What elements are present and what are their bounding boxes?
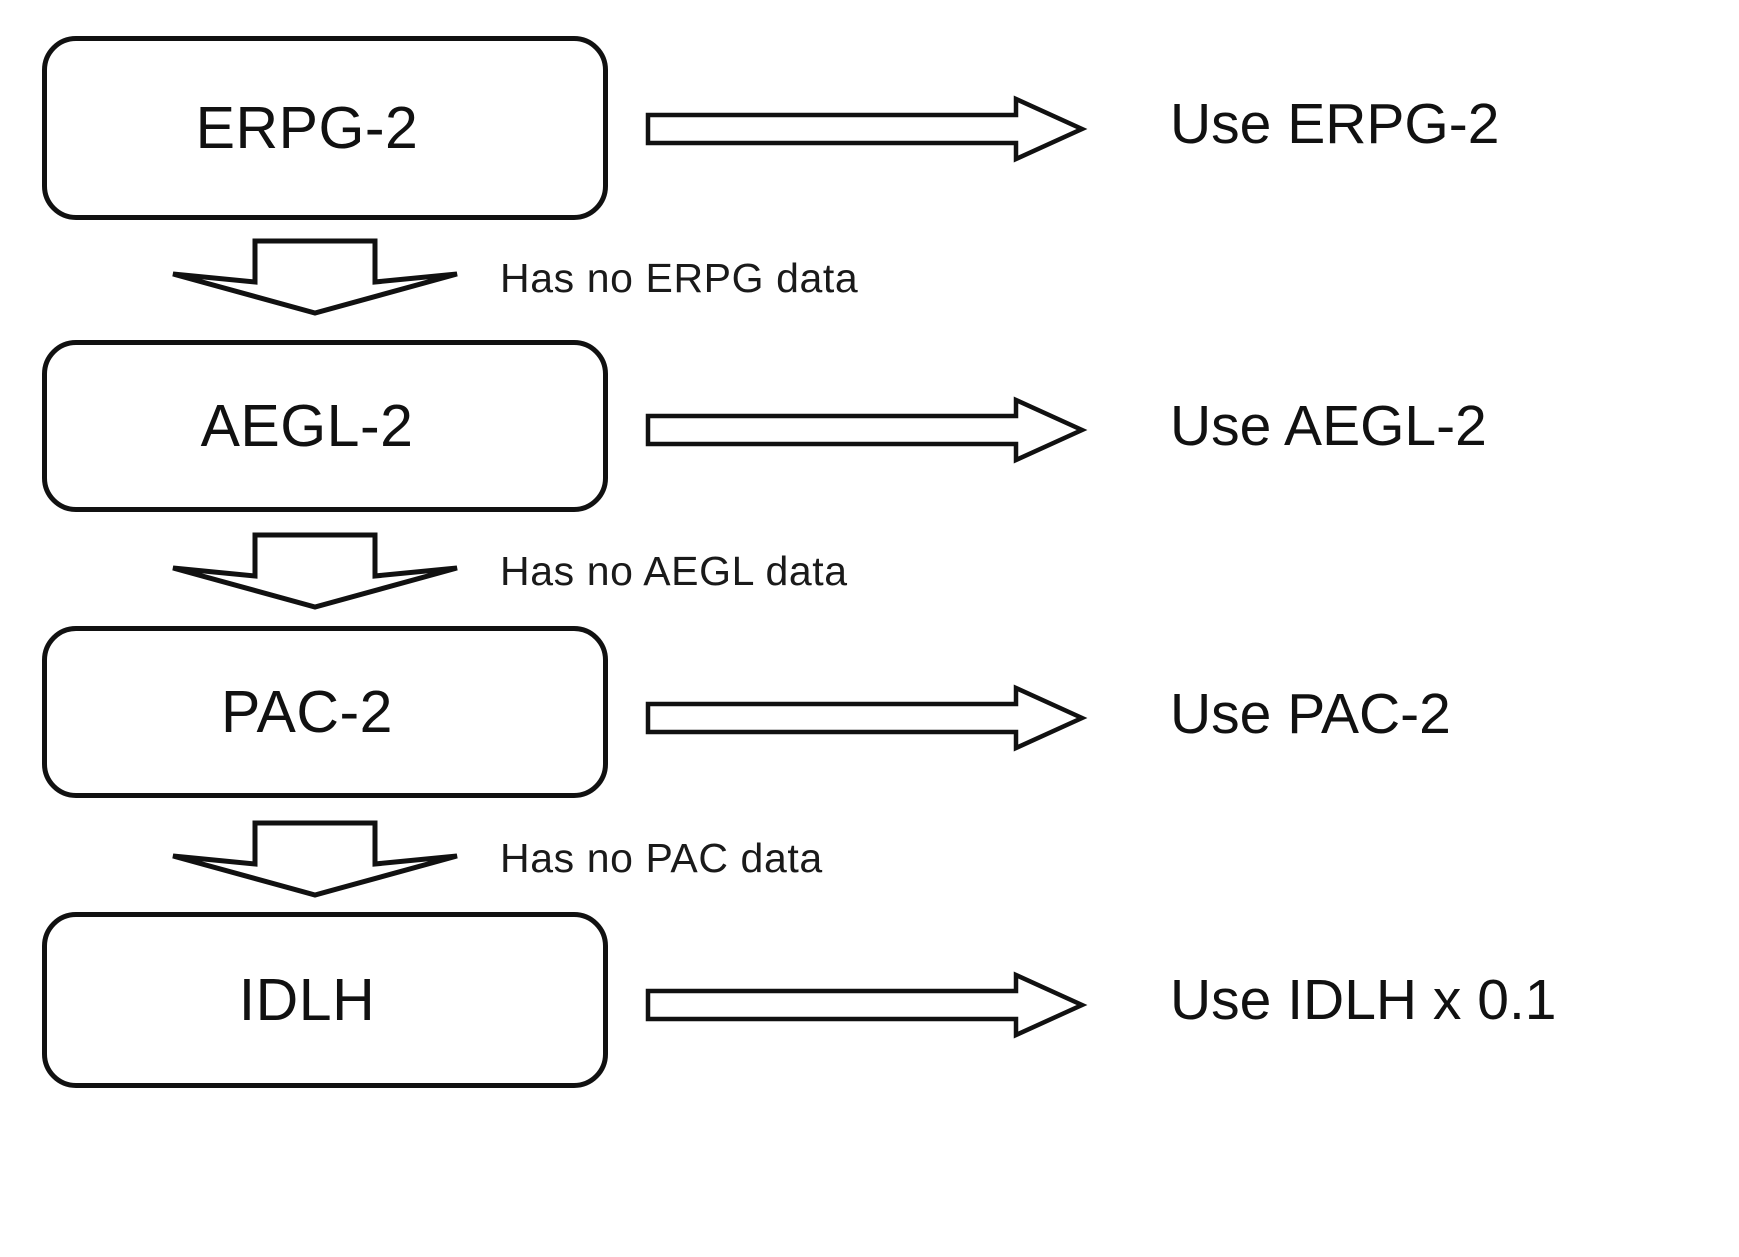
block-arrow-right-icon-idlh bbox=[645, 971, 1088, 1039]
node-box-idlh[interactable]: IDLH bbox=[42, 912, 608, 1088]
node-box-erpg[interactable]: ERPG-2 bbox=[42, 36, 608, 220]
block-arrow-down-icon-pac bbox=[172, 820, 458, 898]
node-label-pac: PAC-2 bbox=[221, 678, 393, 745]
node-box-aegl[interactable]: AEGL-2 bbox=[42, 340, 608, 512]
block-arrow-right-icon-aegl bbox=[645, 396, 1088, 464]
node-label-erpg: ERPG-2 bbox=[195, 94, 419, 161]
branch-text-erpg: Has no ERPG data bbox=[500, 255, 859, 301]
block-arrow-down-icon-aegl bbox=[172, 532, 458, 610]
block-arrow-right-icon-erpg bbox=[645, 95, 1088, 163]
block-arrow-right-icon-pac bbox=[645, 684, 1088, 752]
block-arrow-down-icon-erpg bbox=[172, 238, 458, 316]
node-box-pac[interactable]: PAC-2 bbox=[42, 626, 608, 798]
result-text-idlh: Use IDLH x 0.1 bbox=[1170, 968, 1557, 1032]
result-text-pac: Use PAC-2 bbox=[1170, 682, 1451, 746]
branch-text-pac: Has no PAC data bbox=[500, 835, 823, 881]
node-label-aegl: AEGL-2 bbox=[200, 392, 414, 459]
result-text-erpg: Use ERPG-2 bbox=[1170, 92, 1500, 156]
branch-text-aegl: Has no AEGL data bbox=[500, 548, 848, 594]
result-text-aegl: Use AEGL-2 bbox=[1170, 394, 1487, 458]
node-label-idlh: IDLH bbox=[238, 966, 376, 1033]
